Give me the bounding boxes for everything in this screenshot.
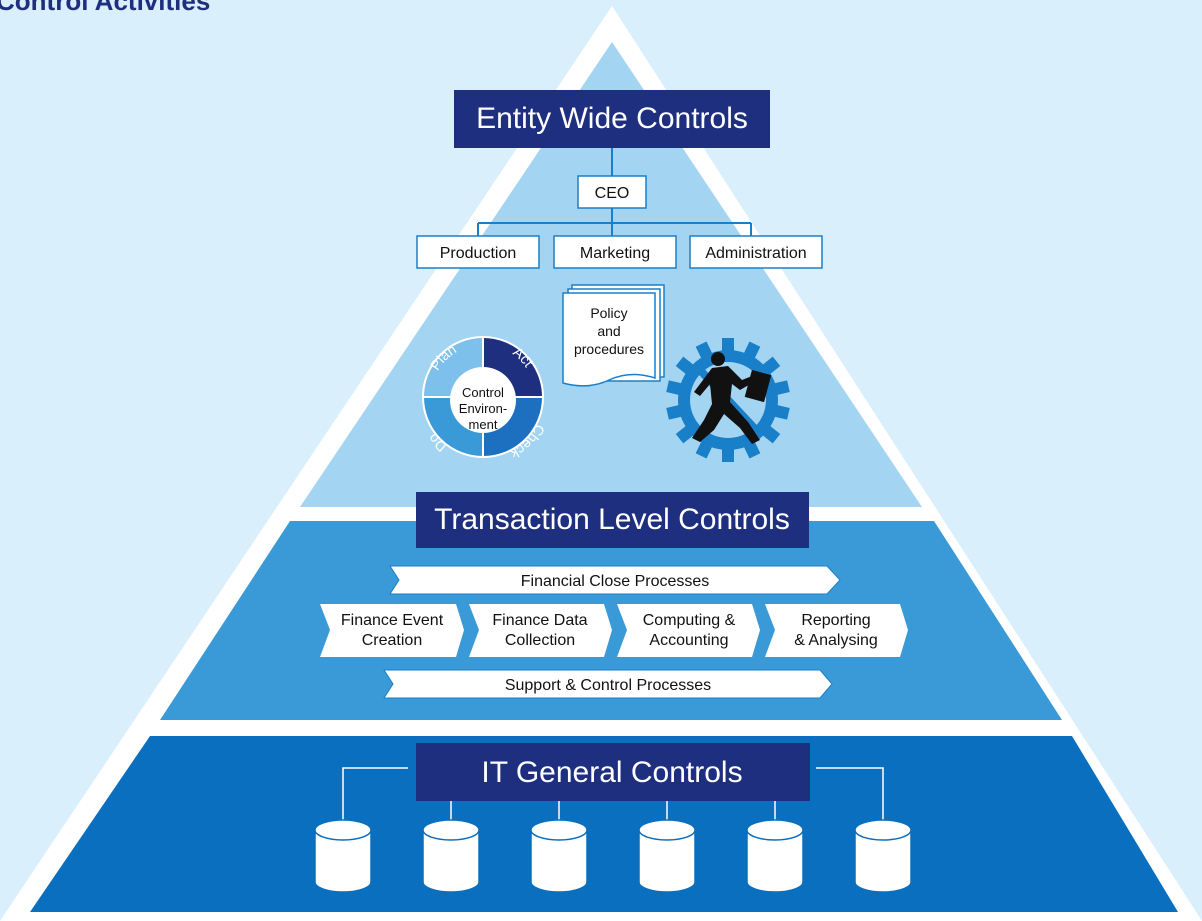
administration-box bbox=[689, 235, 823, 269]
database-cylinder-icon bbox=[314, 819, 372, 893]
database-cylinder-icon bbox=[530, 819, 588, 893]
entity-title-box bbox=[454, 90, 770, 148]
pdca-cycle: Control Environ- ment Plan Act Check Do bbox=[422, 336, 548, 463]
it-connectors bbox=[342, 767, 884, 830]
database-cylinder-icon bbox=[746, 819, 804, 893]
gear-tooth bbox=[722, 446, 734, 462]
policy-document-icon: Policy and procedures bbox=[562, 284, 665, 387]
it-title: IT General Controls bbox=[481, 756, 742, 789]
database-cylinder-icon bbox=[422, 819, 480, 893]
database-cylinder-icon bbox=[854, 819, 912, 893]
step-finance-event bbox=[320, 604, 464, 657]
step-reporting bbox=[765, 604, 908, 657]
pdca-center-line-2: Environ- bbox=[459, 401, 507, 416]
pdca-center bbox=[450, 367, 516, 433]
gear-tooth bbox=[722, 338, 734, 354]
transaction-title-box bbox=[416, 492, 809, 548]
step-computing bbox=[617, 604, 760, 657]
step-finance-event-line-2: Creation bbox=[362, 632, 422, 649]
financial-close-arrow bbox=[389, 565, 841, 595]
step-finance-data-line-2: Collection bbox=[505, 632, 575, 649]
it-title-box bbox=[416, 743, 810, 801]
database-cylinder-icon bbox=[638, 819, 696, 893]
production-label: Production bbox=[440, 245, 517, 262]
pdca-center-line-1: Control bbox=[462, 385, 504, 400]
marketing-box bbox=[553, 235, 677, 269]
ceo-label: CEO bbox=[595, 185, 630, 202]
policy-line-1: Policy bbox=[590, 305, 627, 321]
person-running-in-gear-icon bbox=[666, 338, 790, 462]
administration-label: Administration bbox=[705, 245, 806, 262]
step-computing-line-2: Accounting bbox=[649, 632, 728, 649]
transaction-title: Transaction Level Controls bbox=[434, 503, 790, 536]
step-reporting-line-1: Reporting bbox=[801, 612, 870, 629]
policy-line-2: and bbox=[597, 323, 620, 339]
step-finance-data bbox=[469, 604, 612, 657]
policy-line-3: procedures bbox=[574, 341, 644, 357]
org-chart-connectors bbox=[477, 148, 752, 236]
production-box bbox=[416, 235, 540, 269]
support-control-arrow bbox=[383, 669, 833, 699]
support-control-label: Support & Control Processes bbox=[505, 677, 711, 694]
pdca-center-line-3: ment bbox=[469, 417, 498, 432]
database-group bbox=[314, 819, 912, 893]
step-finance-data-line-1: Finance Data bbox=[492, 612, 587, 629]
step-computing-line-1: Computing & bbox=[643, 612, 736, 629]
marketing-label: Marketing bbox=[580, 245, 650, 262]
financial-close-label: Financial Close Processes bbox=[521, 573, 710, 590]
page-title: Control Activities bbox=[0, 0, 211, 16]
entity-title: Entity Wide Controls bbox=[476, 102, 748, 135]
ceo-box bbox=[577, 175, 647, 209]
step-reporting-line-2: & Analysing bbox=[794, 632, 878, 649]
step-finance-event-line-1: Finance Event bbox=[341, 612, 444, 629]
